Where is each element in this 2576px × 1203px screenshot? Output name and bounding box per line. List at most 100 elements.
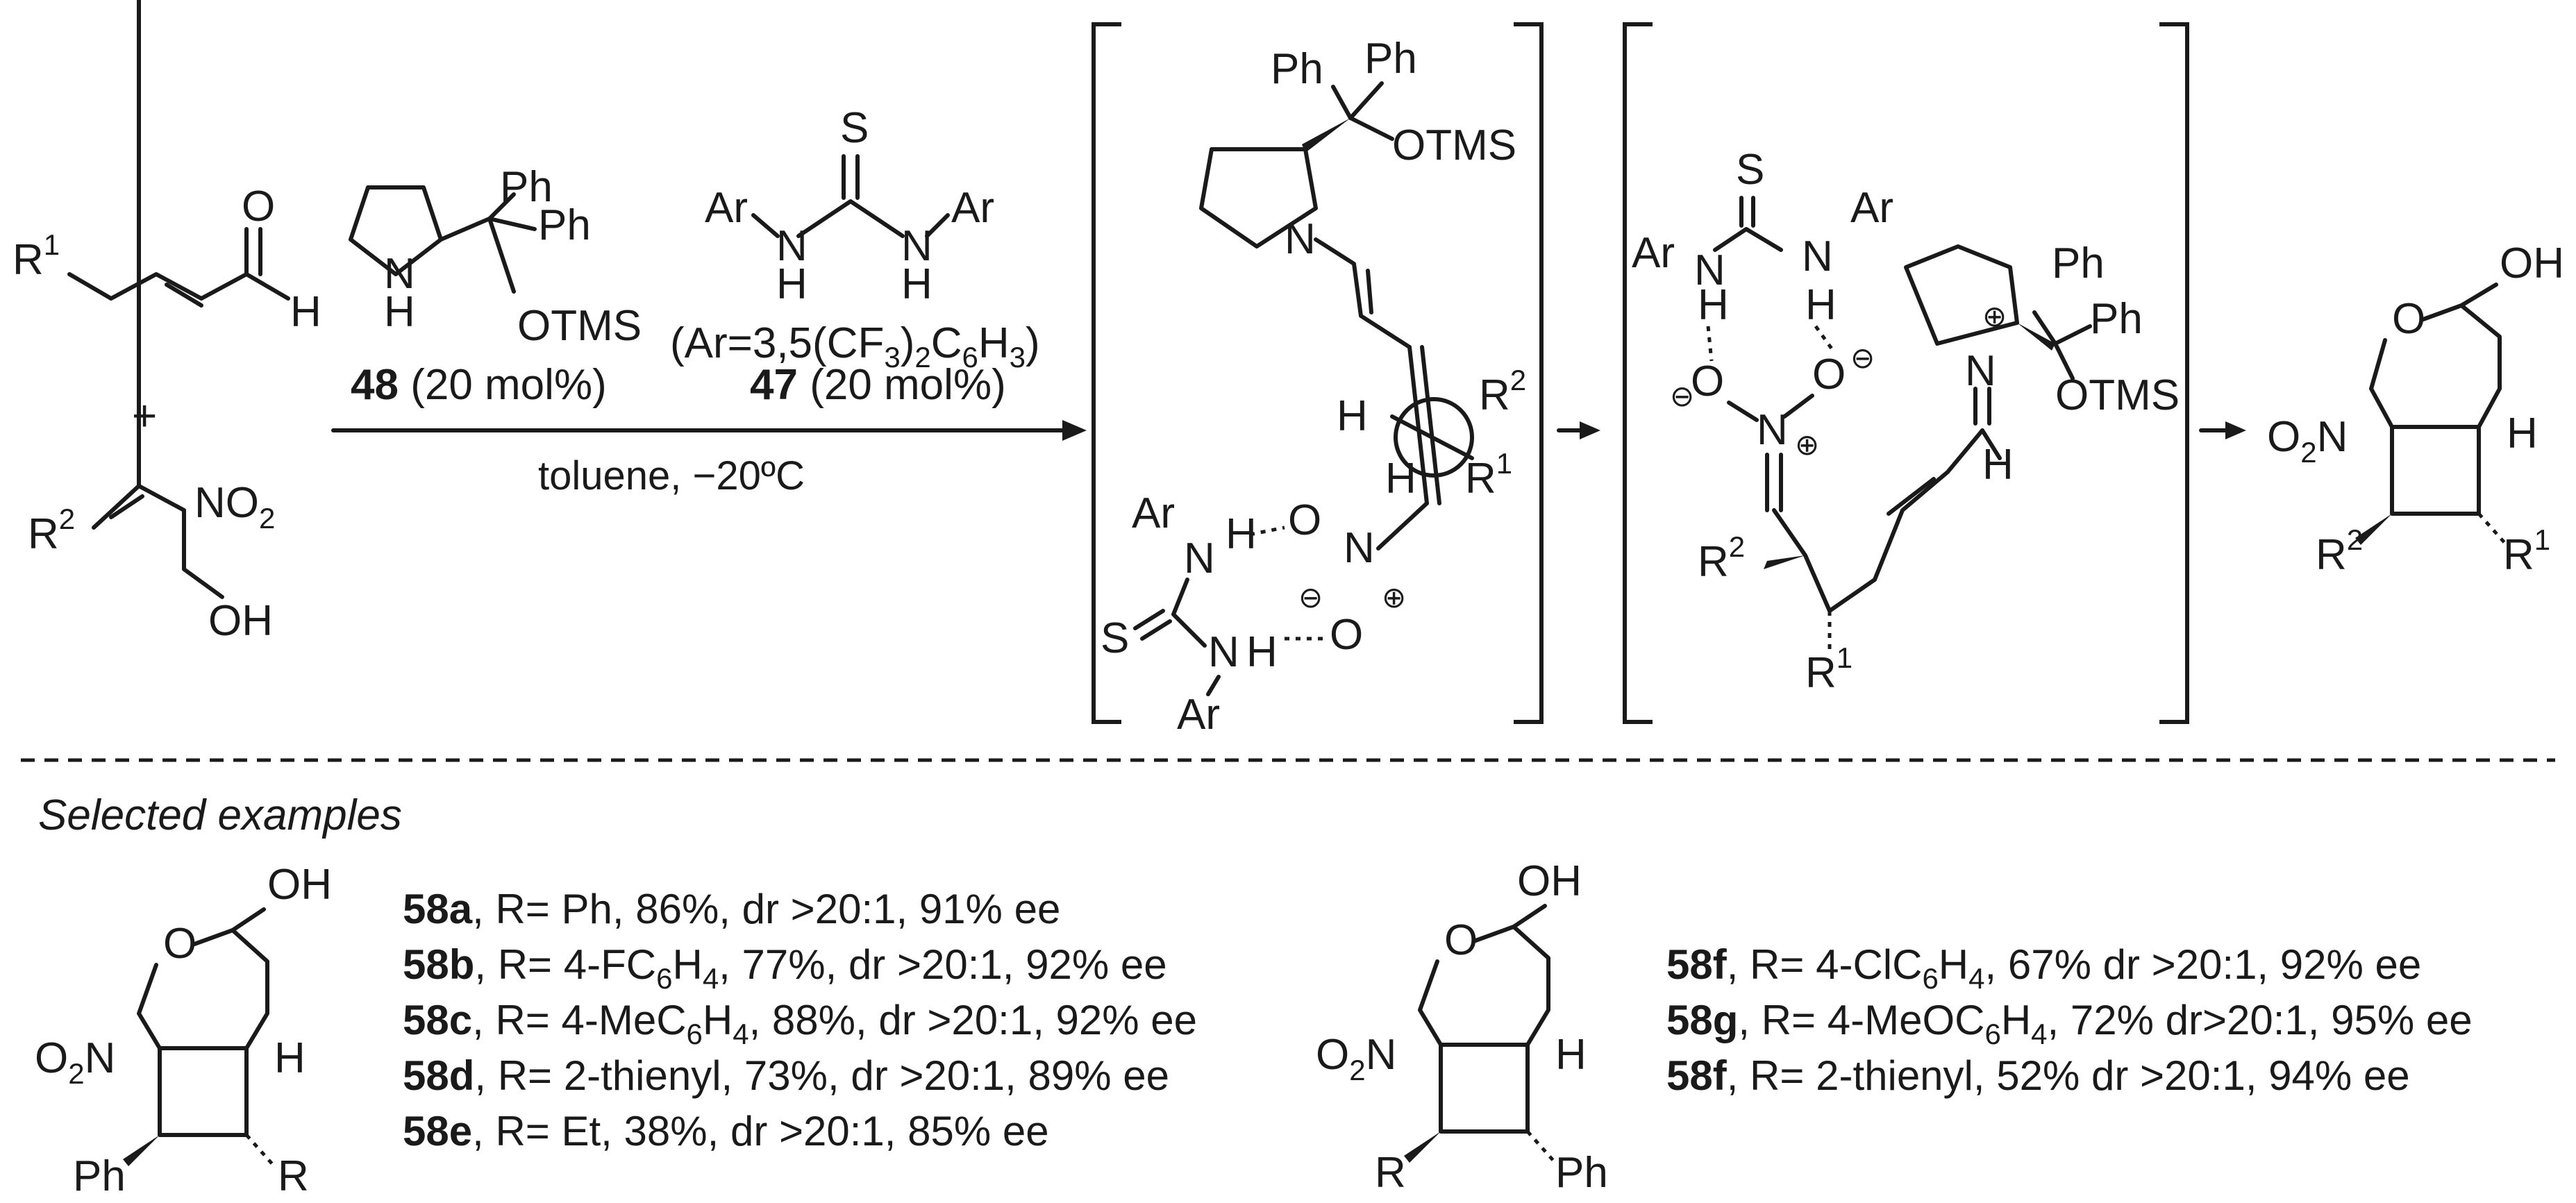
int-n-2: N	[1802, 233, 1833, 280]
ex-right-o: O	[1444, 916, 1478, 964]
transition-state-1: Ph Ph OTMS N H H R2 R1 N ⊕ O O ⊖ Ar N H …	[1092, 22, 1544, 739]
ts1-o-2: O	[1330, 611, 1363, 659]
bicyclic-product: OH O O2N H R2 R1	[2267, 239, 2564, 579]
example-row: 58d, R= 2-thienyl, 73%, dr >20:1, 89% ee	[403, 1052, 1169, 1099]
thiourea-n-1: N	[776, 222, 808, 270]
r2-label: R2	[28, 503, 75, 558]
thiourea-h-1: H	[776, 260, 808, 308]
otms-label: OTMS	[517, 302, 642, 350]
ph-label-1: Ph	[500, 163, 553, 211]
ts1-r1: R1	[1465, 447, 1512, 503]
ts1-h-1: H	[1337, 392, 1368, 440]
ex-left-o: O	[163, 920, 196, 968]
ts1-s: S	[1101, 614, 1129, 662]
aldehyde-oxygen: O	[242, 183, 275, 230]
int-ar-2: Ar	[1850, 184, 1893, 232]
int-nitronate-n: N	[1757, 406, 1788, 454]
example-row: 58e, R= Et, 38%, dr >20:1, 85% ee	[403, 1108, 1049, 1154]
product-h: H	[2507, 410, 2538, 457]
ts1-nitro-n: N	[1344, 524, 1375, 572]
int-s: S	[1736, 146, 1764, 194]
example-row: 58f, R= 2-thienyl, 52% dr >20:1, 94% ee	[1666, 1052, 2410, 1099]
int-n-1: N	[1694, 246, 1725, 294]
ts1-hh-1: H	[1226, 510, 1257, 558]
ts1-r2: R2	[1479, 364, 1526, 419]
int-r1: R1	[1805, 641, 1852, 697]
int-ph-2: Ph	[2090, 295, 2143, 343]
ts1-plus: ⊕	[1382, 581, 1406, 614]
ts1-minus: ⊖	[1298, 581, 1323, 614]
ts1-o-1: O	[1288, 496, 1321, 544]
ts1-otms: OTMS	[1392, 121, 1516, 169]
thiourea-n-2: N	[901, 222, 932, 270]
intermediate-2: S Ar Ar N N H H O ⊖ O ⊖ N ⊕ R2 R1 H N ⊕	[1623, 22, 2189, 724]
product-nitro: O2N	[2267, 413, 2348, 469]
ex-left-ph: Ph	[73, 1152, 126, 1200]
example-row: 58a, R= Ph, 86%, dr >20:1, 91% ee	[403, 886, 1060, 932]
int-iminium-n: N	[1965, 347, 1996, 395]
amine-n: N	[384, 250, 415, 298]
int-minus-1: ⊖	[1670, 380, 1694, 412]
int-o-2: O	[1812, 351, 1846, 398]
thiourea-s: S	[840, 104, 869, 152]
ts1-ph-2: Ph	[1364, 35, 1417, 83]
product-r2: R2	[2316, 523, 2363, 579]
thiourea-h-2: H	[901, 260, 932, 308]
examples-right-list: 58f, R= 4-ClC6H4, 67% dr >20:1, 92% ee 5…	[1666, 941, 2473, 1099]
ex-right-h: H	[1555, 1031, 1587, 1079]
example-row: 58g, R= 4-MeOC6H4, 72% dr>20:1, 95% ee	[1666, 997, 2473, 1050]
int-minus-2: ⊖	[1850, 342, 1875, 374]
product-oh: OH	[2500, 239, 2564, 287]
ar-label-1: Ar	[705, 184, 748, 232]
nitroalkene-substrate: R2 NO2 OH	[28, 0, 275, 645]
int-h-1: H	[1698, 281, 1729, 329]
ex-left-nitro: O2N	[35, 1034, 115, 1090]
ex-right-nitro: O2N	[1316, 1031, 1396, 1086]
selected-examples-heading: Selected examples	[38, 791, 402, 839]
ts1-h-2: H	[1385, 455, 1416, 503]
int-h-2: H	[1805, 281, 1837, 329]
example-structure-right: OH O O2N H R Ph	[1316, 857, 1608, 1197]
int-ar-1: Ar	[1632, 229, 1675, 277]
int-plus-1: ⊕	[1795, 428, 1819, 461]
reaction-arrow-1	[331, 420, 1087, 441]
reaction-arrow-3	[2199, 421, 2246, 439]
example-row: 58f, R= 4-ClC6H4, 67% dr >20:1, 92% ee	[1666, 941, 2421, 995]
catalyst-48-caption: 48 (20 mol%)	[351, 361, 607, 409]
ar-label-2: Ar	[951, 184, 994, 232]
hydroxyl-label: OH	[208, 597, 273, 645]
ph-label-2: Ph	[538, 201, 591, 249]
example-row: 58b, R= 4-FC6H4, 77%, dr >20:1, 92% ee	[403, 941, 1167, 995]
example-row: 58c, R= 4-MeC6H4, 88%, dr >20:1, 92% ee	[403, 997, 1197, 1050]
ts1-nh-1: N	[1184, 535, 1215, 582]
ts1-ph-1: Ph	[1271, 45, 1323, 93]
catalyst-47: S Ar Ar N N H H (Ar=3,5(CF3)2C6H3) 47 (2…	[670, 104, 1040, 409]
product-ring-o: O	[2392, 295, 2425, 343]
example-structure-left: OH O O2N H Ph R	[35, 861, 332, 1200]
amine-h: H	[384, 288, 415, 336]
catalyst-48: Ph Ph N H OTMS 48 (20 mol%)	[349, 163, 642, 409]
reaction-conditions: toluene, −20ºC	[538, 453, 805, 498]
int-otms: OTMS	[2055, 371, 2180, 419]
ts1-ar-2: Ar	[1177, 691, 1220, 739]
enal-substrate: R1 O H	[12, 183, 321, 336]
product-r1: R1	[2503, 523, 2550, 579]
ts1-nh-2: N	[1208, 628, 1239, 676]
int-ph-1: Ph	[2052, 239, 2105, 287]
int-o-1: O	[1691, 357, 1724, 405]
aldehyde-hydrogen: H	[290, 288, 321, 336]
ex-right-r: R	[1375, 1149, 1406, 1197]
ts1-enamine-n: N	[1285, 215, 1316, 263]
plus-sign: +	[132, 392, 157, 440]
examples-left-list: 58a, R= Ph, 86%, dr >20:1, 91% ee 58b, R…	[403, 886, 1197, 1154]
ex-right-ph: Ph	[1555, 1149, 1608, 1197]
nitro-group: NO2	[194, 479, 275, 535]
ex-left-r: R	[278, 1152, 309, 1200]
reaction-arrow-2	[1557, 421, 1600, 439]
r1-label: R1	[12, 228, 60, 284]
ex-right-oh: OH	[1517, 857, 1582, 905]
ex-left-oh: OH	[267, 861, 332, 909]
int-iminium-h: H	[1982, 441, 2014, 489]
int-r2: R2	[1698, 530, 1745, 586]
